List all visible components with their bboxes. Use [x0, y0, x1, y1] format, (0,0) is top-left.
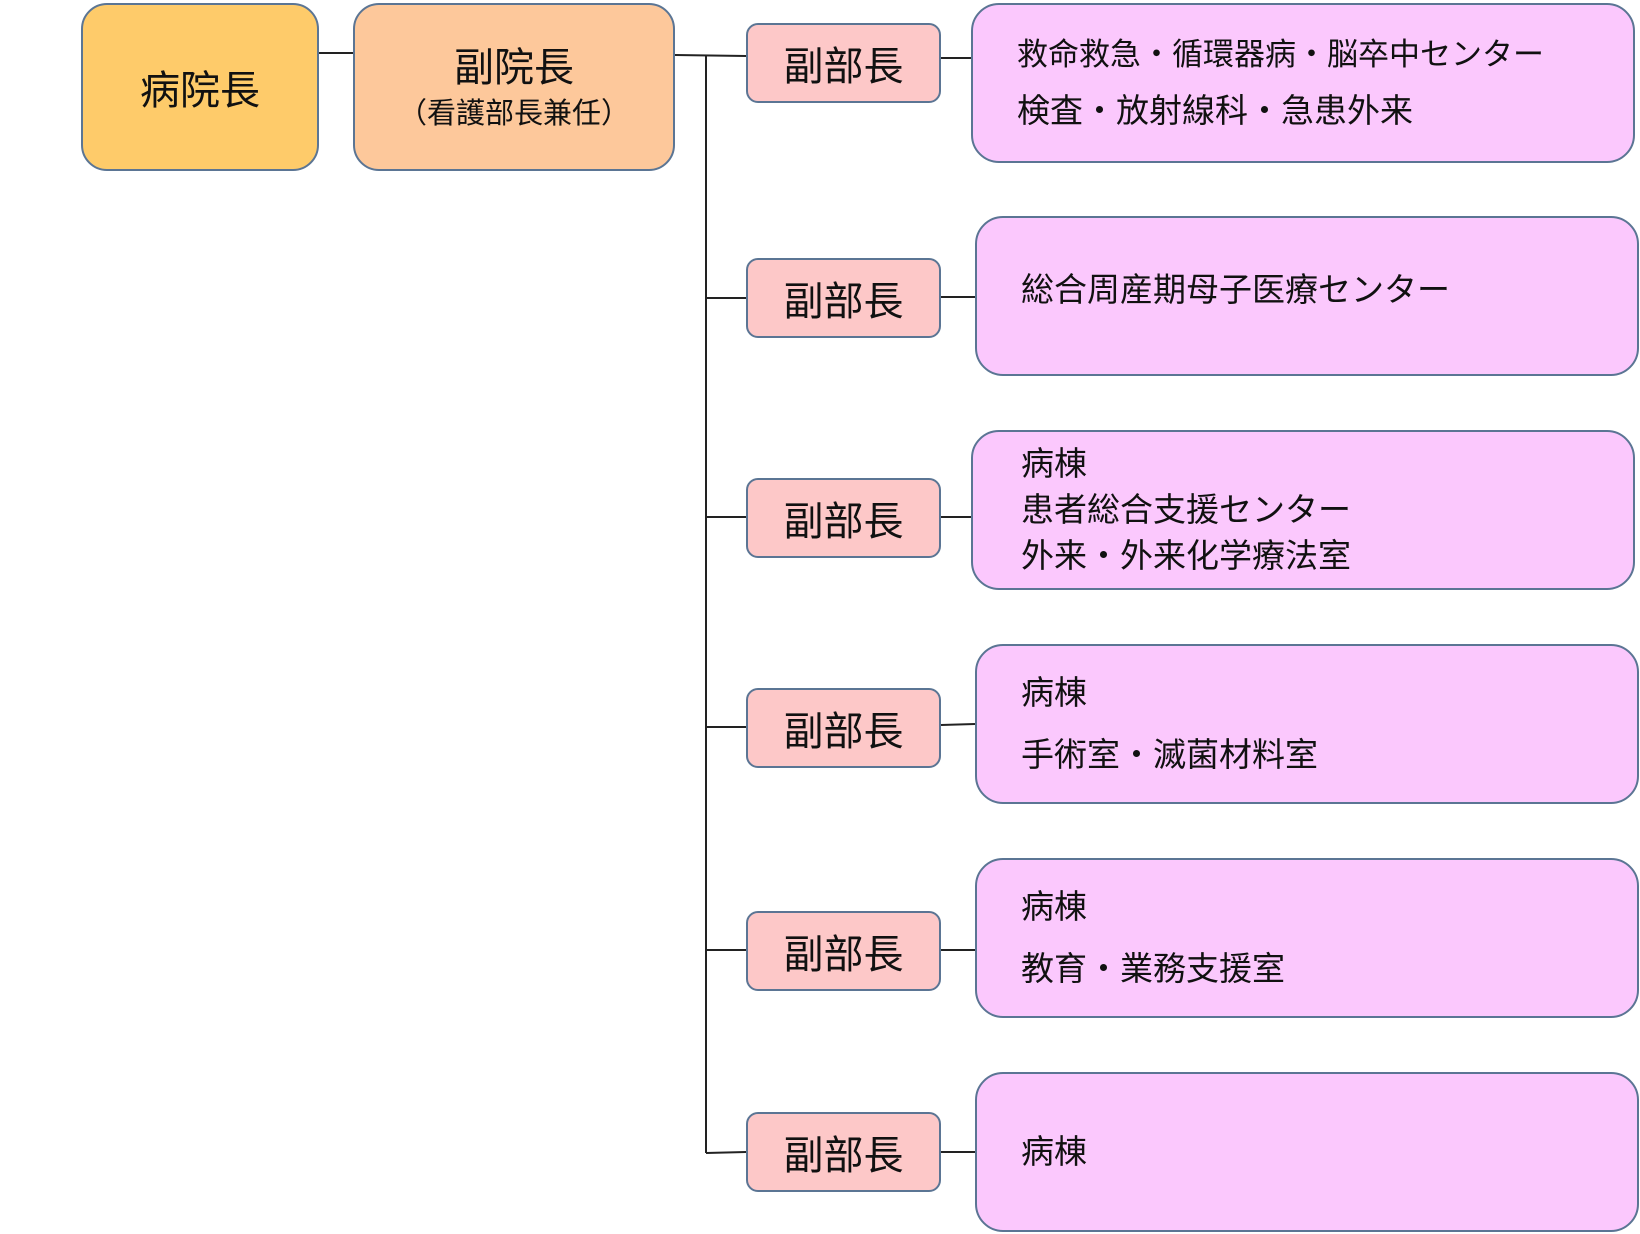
deputy-box-4: 副部長 — [746, 688, 941, 768]
deputy-box-2: 副部長 — [746, 258, 941, 338]
unit-line: 病棟 — [1021, 444, 1087, 483]
deputy-label: 副部長 — [783, 1133, 904, 1179]
deputy-label: 副部長 — [783, 279, 904, 325]
unit-line: 手術室・滅菌材料室 — [1021, 735, 1318, 774]
deputy-label: 副部長 — [783, 709, 904, 755]
deputy-box-1: 副部長 — [746, 23, 941, 103]
deputy-label: 副部長 — [783, 499, 904, 545]
unit-box-4: 病棟 手術室・滅菌材料室 — [975, 644, 1639, 804]
vice-director-box: 副院長 （看護部長兼任） — [353, 3, 675, 171]
vice-director-note: （看護部長兼任） — [397, 96, 630, 130]
unit-line: 病棟 — [1021, 673, 1087, 712]
deputy-box-3: 副部長 — [746, 478, 941, 558]
unit-line: 病棟 — [1021, 1132, 1087, 1171]
unit-box-6: 病棟 — [975, 1072, 1639, 1232]
deputy-label: 副部長 — [783, 44, 904, 90]
deputy-box-6: 副部長 — [746, 1112, 941, 1192]
unit-line: 病棟 — [1021, 887, 1087, 926]
unit-box-2: 総合周産期母子医療センター — [975, 216, 1639, 376]
director-box: 病院長 — [81, 3, 319, 171]
unit-box-5: 病棟 教育・業務支援室 — [975, 858, 1639, 1018]
vice-director-title: 副院長 — [454, 45, 574, 91]
deputy-label: 副部長 — [783, 932, 904, 978]
director-label: 病院長 — [140, 68, 260, 114]
unit-line: 総合周産期母子医療センター — [1021, 270, 1450, 309]
unit-line: 外来・外来化学療法室 — [1021, 536, 1351, 575]
deputy-box-5: 副部長 — [746, 911, 941, 991]
unit-line: 患者総合支援センター — [1021, 490, 1351, 529]
unit-line: 救命救急・循環器病・脳卒中センター — [1017, 37, 1544, 73]
unit-line: 教育・業務支援室 — [1021, 949, 1285, 988]
unit-box-3: 病棟 患者総合支援センター 外来・外来化学療法室 — [971, 430, 1635, 590]
unit-box-1: 救命救急・循環器病・脳卒中センター 検査・放射線科・急患外来 — [971, 3, 1635, 163]
unit-line: 検査・放射線科・急患外来 — [1017, 91, 1413, 130]
